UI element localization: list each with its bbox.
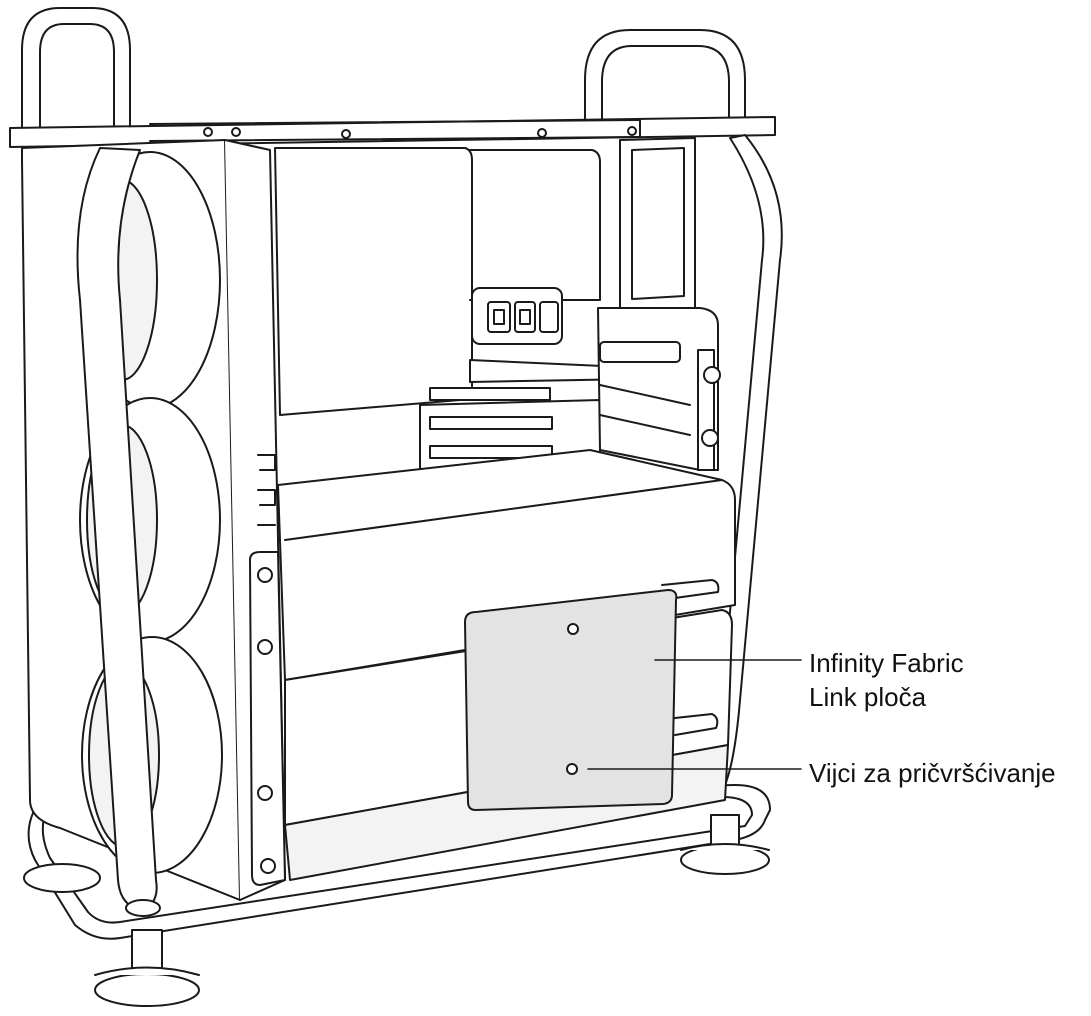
infinity-fabric-link-board (464, 589, 678, 811)
fastening-screw-top (567, 623, 579, 635)
right-bracket (619, 137, 696, 313)
callout-board-label: Infinity Fabric Link ploča (809, 646, 964, 714)
callout-screws-label: Vijci za pričvršćivanje (809, 758, 1056, 788)
foot-front-left (94, 929, 200, 1007)
handle-back-left (21, 7, 131, 131)
handle-back-right (584, 29, 746, 126)
screw-rail-left (249, 454, 286, 886)
top-rail (9, 116, 776, 148)
fastening-screw-bottom (566, 763, 578, 775)
pcie-slots (419, 307, 721, 471)
upper-panel (274, 147, 601, 416)
io-ports (471, 287, 563, 345)
callout-board-line1: Infinity Fabric (809, 648, 964, 678)
foot-back-left (23, 863, 101, 893)
callout-board-line2: Link ploča (809, 682, 927, 712)
foot-right (680, 814, 770, 875)
handle-front-left (76, 147, 161, 917)
